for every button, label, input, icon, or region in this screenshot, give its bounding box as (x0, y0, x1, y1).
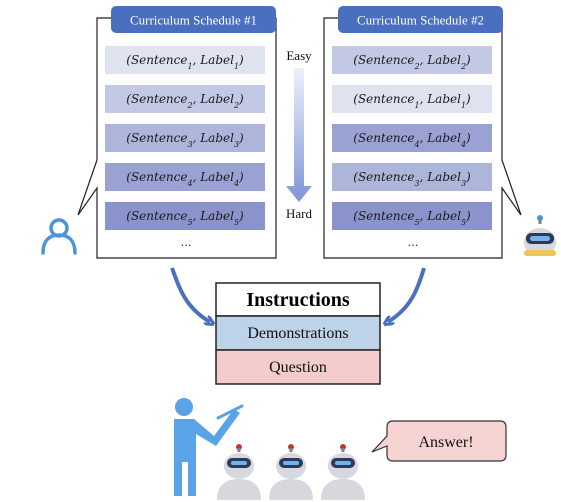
schedule-row-bg (105, 202, 265, 230)
easy-to-hard-arrow (286, 68, 312, 202)
schedule-row-text: (Sentence5, Label5) (353, 209, 471, 227)
schedule-row-text: (Sentence4, Label4) (126, 170, 244, 188)
schedule-row-text: (Sentence3, Label3) (126, 131, 244, 149)
schedule-row: (Sentence3, Label3) (105, 124, 265, 152)
right-panel-title-bar (338, 6, 503, 33)
schedule-row: (Sentence3, Label3) (332, 163, 492, 191)
robot-icon (524, 215, 556, 256)
schedule-row-text: (Sentence2, Label2) (353, 53, 471, 71)
question-label: Question (269, 359, 327, 376)
schedule-row-bg (105, 163, 265, 191)
schedule-row: (Sentence2, Label2) (332, 46, 492, 74)
right-panel-title: Curriculum Schedule #2 (357, 13, 484, 28)
schedule-row: (Sentence1, Label1) (105, 46, 265, 74)
schedule-row-bg (332, 163, 492, 191)
instructions-cell (215, 282, 381, 317)
schedule-row-bg (332, 85, 492, 113)
schedule-row: (Sentence4, Label4) (332, 124, 492, 152)
answer-bubble: Answer! (371, 420, 507, 462)
prompt-box: Instructions Demonstrations Question (215, 282, 381, 385)
schedule-row-text: (Sentence1, Label1) (126, 53, 244, 71)
schedule-row-bg (332, 46, 492, 74)
easy-label: Easy (286, 48, 312, 63)
left-curved-arrow (170, 267, 210, 322)
schedule-row-bg (105, 85, 265, 113)
left-panel-title-bar (111, 6, 276, 33)
student-robot-icon (321, 444, 365, 500)
student-robot-icon (269, 444, 313, 500)
user-outline-icon (41, 218, 77, 255)
schedule-row-text: (Sentence1, Label1) (353, 92, 471, 110)
difficulty-axis: Easy Hard (286, 48, 312, 221)
left-panel-rows: (Sentence1, Label1) (Sentence2, Label2) (S… (105, 46, 265, 230)
schedule-row: (Sentence2, Label2) (105, 85, 265, 113)
answer-bubble-shape (371, 420, 507, 462)
left-panel-ellipsis: … (181, 236, 192, 249)
schedule-row: (Sentence5, Label5) (332, 202, 492, 230)
schedule-row-text: (Sentence2, Label2) (126, 92, 244, 110)
right-panel-ellipsis: … (408, 236, 419, 249)
teacher-pointing-icon (174, 398, 244, 496)
schedule-row-bg (105, 46, 265, 74)
schedule-row: (Sentence4, Label4) (105, 163, 265, 191)
left-panel-title: Curriculum Schedule #1 (130, 13, 257, 28)
schedule-row-bg (105, 124, 265, 152)
student-robots (217, 444, 365, 500)
schedule-row-text: (Sentence3, Label3) (353, 170, 471, 188)
answer-text: Answer! (418, 434, 473, 451)
instructions-label: Instructions (246, 289, 350, 311)
hard-label: Hard (286, 206, 312, 221)
schedule-row-bg (332, 124, 492, 152)
schedule-row-bg (332, 202, 492, 230)
right-curved-arrow (388, 267, 426, 322)
demonstrations-label: Demonstrations (247, 325, 348, 342)
schedule-row-text: (Sentence4, Label4) (353, 131, 471, 149)
demonstrations-cell (215, 315, 381, 351)
right-panel-rows: (Sentence2, Label2) (Sentence1, Label1) (S… (332, 46, 492, 230)
schedule-row: (Sentence1, Label1) (332, 85, 492, 113)
student-robot-icon (217, 444, 261, 500)
schedule-row-text: (Sentence5, Label5) (126, 209, 244, 227)
right-curriculum-panel: Curriculum Schedule #2 (Sentence2, Label… (323, 6, 522, 259)
left-curriculum-panel: Curriculum Schedule #1 (Sentence1, Label… (77, 6, 277, 259)
schedule-row: (Sentence5, Label5) (105, 202, 265, 230)
question-cell (215, 349, 381, 385)
